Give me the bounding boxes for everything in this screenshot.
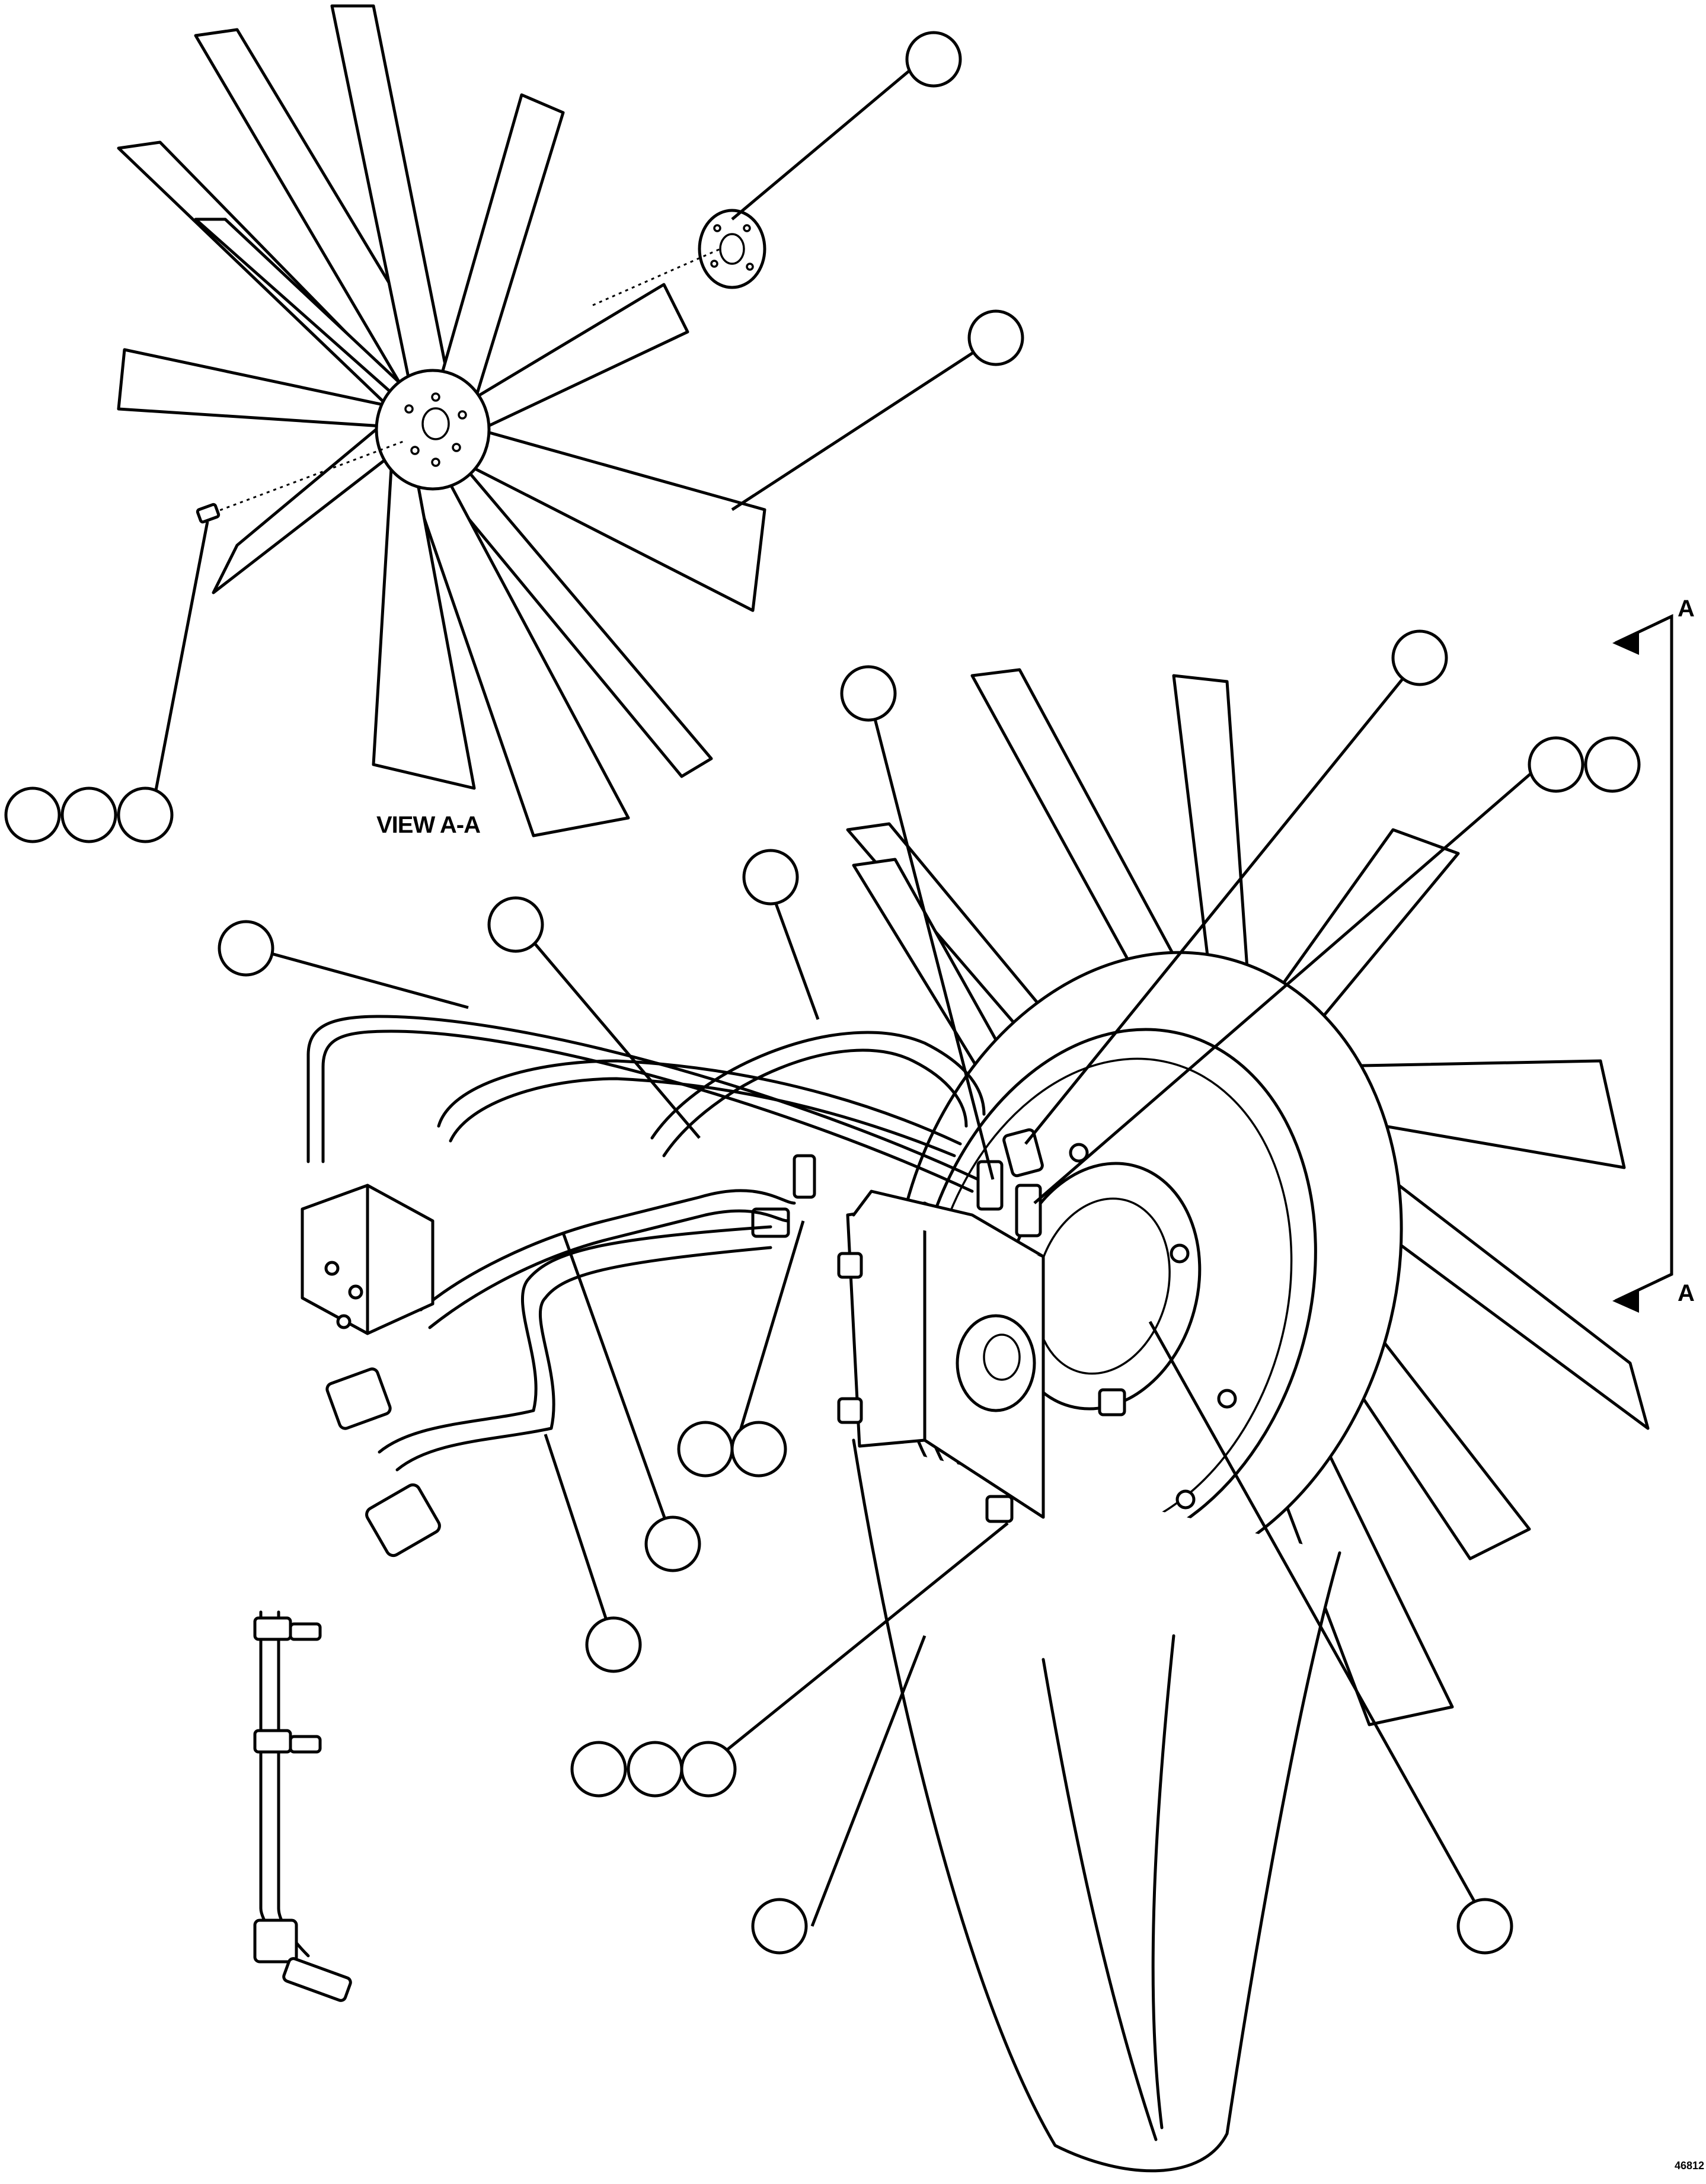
hub-bolt [196, 503, 221, 524]
motor-mount-bracket [837, 1189, 1126, 1523]
callout-hose-left [218, 920, 274, 977]
hub-centerline-bottom [213, 440, 404, 514]
lower-hose-tees [253, 1616, 352, 2002]
callout-bolt-1 [4, 786, 61, 843]
shroud-tail [852, 1438, 1341, 2173]
callout-connector-2 [730, 1421, 787, 1478]
callout-hose-upper [742, 849, 799, 906]
callout-top-right-hub [905, 31, 962, 88]
fan-drive-assembly [253, 668, 1650, 2173]
spacer-ring [698, 209, 766, 289]
section-marker: A A [1612, 596, 1695, 1313]
callout-elbow-fitting [840, 665, 897, 722]
callout-mount-2 [627, 1741, 683, 1798]
view-aa-label: VIEW A-A [376, 812, 480, 838]
callout-mount-1 [570, 1741, 627, 1798]
section-label-top: A [1678, 596, 1695, 622]
callout-shroud [751, 1898, 808, 1955]
hydraulic-hoses [259, 1015, 986, 1969]
view-aa-fan-assembly: VIEW A-A [117, 4, 766, 838]
callout-connector-1 [677, 1421, 734, 1478]
callout-circles [4, 31, 1641, 1955]
callout-bolt-3 [117, 786, 174, 843]
fan-blades-exploded [117, 4, 766, 837]
control-valve-block [301, 1184, 441, 1558]
section-label-bottom: A [1678, 1280, 1695, 1306]
callout-hose-lower-b [585, 1616, 642, 1673]
callout-mount-3 [680, 1741, 737, 1798]
callout-nut-2 [1584, 736, 1641, 793]
fan-motor [1004, 1143, 1237, 1510]
drawing-code: 46812 [1675, 2160, 1704, 2172]
callout-tee-fitting [1391, 629, 1448, 686]
hydraulic-fittings [751, 1128, 1044, 1238]
callout-bolt-2 [60, 786, 117, 843]
callout-hose-middle [487, 896, 544, 953]
callout-hose-lower-a [644, 1515, 701, 1572]
callout-motor [1456, 1898, 1513, 1955]
hub-centerline-top [592, 248, 721, 306]
fan-hub [375, 369, 491, 491]
callout-nut-1 [1528, 736, 1584, 793]
callout-blade [967, 309, 1024, 366]
callout-leaders [149, 49, 1542, 1927]
